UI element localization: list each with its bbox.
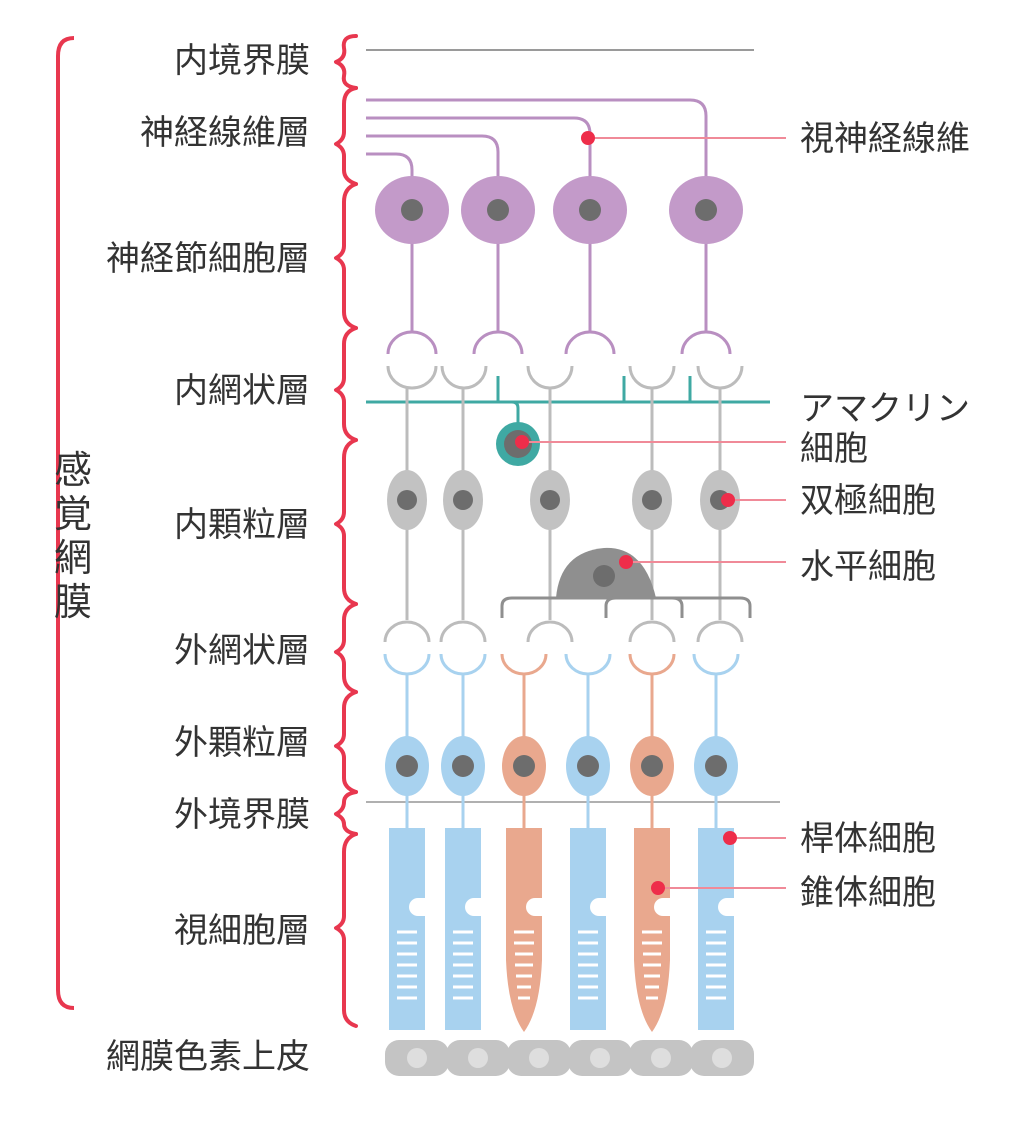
layer-label-nerve-fiber: 神経線維層 bbox=[140, 113, 310, 153]
bipolar-cell bbox=[530, 388, 570, 620]
rpe-cells bbox=[385, 1040, 754, 1076]
rpe-cell bbox=[385, 1040, 449, 1076]
callout-dots bbox=[515, 131, 737, 895]
bipolar-synapse bbox=[440, 365, 488, 390]
bipolar-dendrite-synapse bbox=[628, 620, 676, 643]
rpe-cell bbox=[507, 1040, 571, 1076]
bipolar-dendrite-synapse bbox=[696, 620, 744, 643]
rod-synapse bbox=[439, 653, 487, 676]
sensory-retina-char: 覚 bbox=[54, 492, 92, 536]
sensory-retina-char: 網 bbox=[54, 536, 92, 580]
callout-dot bbox=[721, 493, 735, 507]
ganglion-cell bbox=[375, 176, 449, 332]
bipolar-synapse bbox=[628, 365, 676, 390]
rod-synapse bbox=[692, 653, 740, 676]
bipolar-dendrite-synapse bbox=[439, 620, 487, 643]
callout-label-rod: 桿体細胞 bbox=[800, 819, 936, 859]
callout-dot bbox=[515, 435, 529, 449]
bipolar-synapse bbox=[696, 365, 744, 390]
callout-dot bbox=[723, 831, 737, 845]
layer-bracket bbox=[334, 790, 358, 836]
layer-brackets bbox=[334, 34, 358, 1028]
ganglion-cell bbox=[461, 176, 535, 332]
layer-label-ganglion-cell: 神経節細胞層 bbox=[106, 239, 310, 279]
rod-cell bbox=[385, 674, 429, 1030]
nerve-fiber bbox=[366, 98, 708, 180]
ganglion-cell bbox=[669, 176, 743, 332]
cone-cell bbox=[502, 674, 546, 1032]
sensory-retina-char: 膜 bbox=[54, 580, 92, 624]
outer-plexiform-synapses bbox=[383, 620, 744, 676]
cone-synapse bbox=[500, 653, 548, 676]
layer-label-photoreceptor: 視細胞層 bbox=[174, 911, 310, 951]
layer-bracket bbox=[334, 182, 358, 330]
ganglion-synapse bbox=[680, 330, 732, 355]
callout-label-optic-nerve-fiber: 視神経線維 bbox=[800, 119, 970, 159]
layer-bracket bbox=[334, 602, 358, 694]
layer-label-inner-plexiform: 内網状層 bbox=[174, 371, 310, 411]
layer-label-inner-nuclear: 内顆粒層 bbox=[174, 505, 310, 545]
callout-label-bipolar: 双極細胞 bbox=[800, 481, 936, 521]
callouts bbox=[522, 137, 786, 889]
layer-labels: 内境界膜 神経線維層 神経節細胞層 内網状層 内顆粒層 外網状層 外顆粒層 外境… bbox=[106, 41, 310, 1077]
callout-label-cone: 錐体細胞 bbox=[800, 873, 936, 913]
layer-bracket bbox=[334, 438, 358, 606]
ganglion-synapse bbox=[564, 330, 616, 355]
rpe-cell bbox=[690, 1040, 754, 1076]
callout-label-amacrine-line2: 細胞 bbox=[800, 429, 868, 469]
layer-bracket bbox=[334, 326, 358, 442]
cone-cell bbox=[630, 674, 674, 1032]
rod-synapse bbox=[383, 653, 431, 676]
amacrine-stem bbox=[498, 400, 520, 424]
rpe-cell bbox=[629, 1040, 693, 1076]
rpe-cell bbox=[446, 1040, 510, 1076]
layer-label-outer-limiting-membrane: 外境界膜 bbox=[174, 795, 310, 835]
layer-label-outer-plexiform: 外網状層 bbox=[174, 631, 310, 671]
ganglion-synapse bbox=[386, 330, 438, 355]
callout-label-horizontal: 水平細胞 bbox=[800, 547, 936, 587]
bipolar-cell bbox=[632, 388, 672, 620]
sensory-retina-char: 感 bbox=[54, 448, 92, 492]
bipolar-dendrite-synapse bbox=[526, 620, 574, 643]
ganglion-cells bbox=[375, 176, 743, 332]
ganglion-synapse bbox=[472, 330, 524, 355]
photoreceptors bbox=[385, 674, 738, 1032]
bipolar-dendrite-synapse bbox=[383, 620, 431, 643]
optic-nerve-fibers bbox=[366, 98, 708, 180]
layer-label-inner-limiting-membrane: 内境界膜 bbox=[174, 41, 310, 81]
callout-dot bbox=[651, 881, 665, 895]
bipolar-cell bbox=[700, 388, 740, 620]
bipolar-cell bbox=[443, 388, 483, 620]
bipolar-cells bbox=[387, 388, 740, 620]
layer-label-outer-nuclear: 外顆粒層 bbox=[174, 723, 310, 763]
callout-label-amacrine-line1: アマクリン bbox=[800, 389, 970, 429]
rod-synapse bbox=[564, 653, 612, 676]
sensory-retina-bracket bbox=[56, 36, 75, 1010]
cone-synapse bbox=[628, 653, 676, 676]
amacrine-process bbox=[366, 376, 770, 424]
layer-bracket bbox=[334, 690, 358, 794]
rod-cell bbox=[694, 674, 738, 1030]
nerve-fiber bbox=[366, 152, 414, 180]
callout-labels: 視神経線維 アマクリン 細胞 双極細胞 水平細胞 桿体細胞 錐体細胞 bbox=[800, 119, 970, 913]
layer-bracket bbox=[334, 86, 358, 186]
layer-label-rpe: 網膜色素上皮 bbox=[106, 1037, 310, 1077]
sensory-retina-label: 感 覚 網 膜 bbox=[54, 448, 92, 624]
bipolar-synapse bbox=[386, 365, 438, 390]
layer-bracket bbox=[334, 832, 358, 1028]
callout-dot bbox=[581, 131, 595, 145]
rpe-cell bbox=[568, 1040, 632, 1076]
rod-cell bbox=[441, 674, 485, 1030]
ganglion-cell bbox=[553, 176, 627, 332]
rod-cell bbox=[566, 674, 610, 1030]
bipolar-synapse bbox=[526, 365, 574, 390]
layer-bracket bbox=[334, 34, 358, 90]
nerve-fiber bbox=[366, 116, 592, 180]
nerve-fiber bbox=[366, 134, 500, 180]
bipolar-cell bbox=[387, 388, 427, 620]
callout-dot bbox=[619, 555, 633, 569]
